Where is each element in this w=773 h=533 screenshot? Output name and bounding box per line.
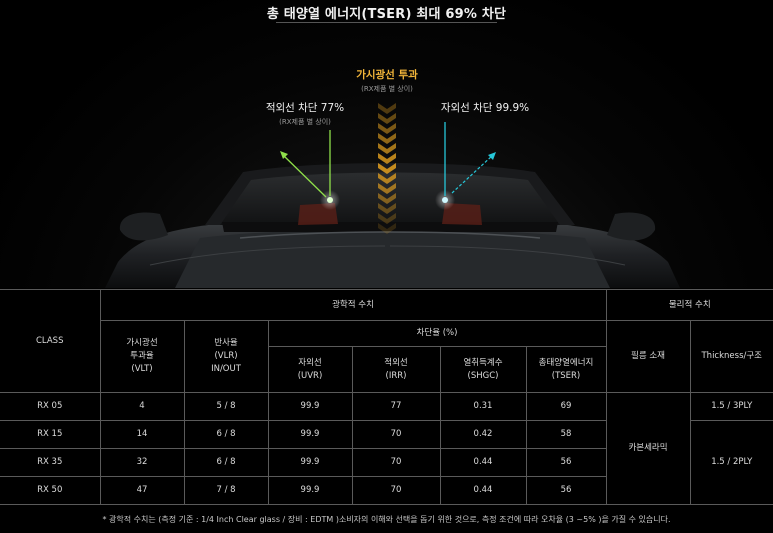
- physical-header: 물리적 수치: [605, 289, 773, 321]
- infrared-note: (RX제품 별 상이): [279, 118, 331, 126]
- shgc-cell: 0.44: [439, 476, 527, 505]
- shgc-header: 열취득계수(SHGC): [439, 346, 527, 393]
- vlr-header: 반사율(VLR)IN/OUT: [183, 320, 269, 393]
- table-row: RX 50 47 7 / 8 99.9 70 0.44 56: [0, 476, 773, 505]
- tser-cell: 56: [525, 476, 606, 505]
- material-header: 필름 소재: [605, 320, 691, 393]
- vlt-cell: 4: [99, 392, 185, 421]
- visible-light-callout: 가시광선 투과 (RX제품 별 상이): [337, 67, 437, 94]
- class-cell: RX 35: [0, 448, 101, 477]
- tser-cell: 69: [525, 392, 607, 421]
- tser-cell: 56: [525, 448, 606, 477]
- visible-light-note: (RX제품 별 상이): [361, 85, 413, 93]
- irr-cell: 70: [351, 420, 441, 449]
- vlt-cell: 14: [99, 420, 185, 449]
- thickness-cell: 1.5 / 2PLY: [689, 420, 773, 505]
- uv-callout: 자외선 차단 99.9%: [430, 100, 540, 115]
- vlr-cell: 6 / 8: [183, 448, 269, 477]
- shgc-cell: 0.44: [439, 448, 527, 477]
- optical-header: 광학적 수치: [99, 289, 607, 321]
- class-cell: RX 15: [0, 420, 101, 449]
- tser-cell: 58: [525, 420, 607, 449]
- shgc-cell: 0.31: [439, 392, 527, 421]
- irr-header: 적외선(IRR): [351, 346, 441, 393]
- irr-cell: 70: [351, 476, 441, 505]
- uvr-cell: 99.9: [267, 392, 353, 421]
- uv-label: 자외선 차단 99.9%: [440, 102, 530, 114]
- infrared-label: 적외선 차단 77%: [265, 102, 345, 114]
- left-mirror: [119, 212, 168, 241]
- table-row: RX 15 14 6 / 8 99.9 70 0.42 58 1.5 / 2PL…: [0, 420, 773, 505]
- table-row: RX 35 32 6 / 8 99.9 70 0.44 56: [0, 448, 773, 477]
- uvr-cell: 99.9: [267, 420, 353, 449]
- hero-title: 총 태양열 에너지(TSER) 최대 69% 차단: [266, 7, 507, 22]
- hero-section: 총 태양열 에너지(TSER) 최대 69% 차단: [0, 0, 773, 288]
- material-cell: 카본세라믹: [605, 392, 691, 505]
- car-hood: [175, 229, 610, 288]
- class-cell: RX 50: [0, 476, 101, 505]
- table-row: RX 05 4 5 / 8 99.9 77 0.31 69 카본세라믹 1.5 …: [0, 392, 773, 505]
- vlr-cell: 7 / 8: [183, 476, 269, 505]
- infrared-arrow: [282, 130, 331, 198]
- uvr-cell: 99.9: [267, 476, 353, 505]
- vlr-cell: 5 / 8: [183, 392, 269, 421]
- shgc-cell: 0.42: [439, 420, 527, 449]
- uvr-header: 자외선(UVR): [268, 346, 353, 393]
- vlr-cell: 6 / 8: [183, 420, 269, 449]
- uvr-cell: 99.9: [267, 448, 353, 477]
- class-header: CLASS: [0, 289, 101, 393]
- footnote: * 광학적 수치는 (측정 기준 : 1/4 Inch Clear glass …: [102, 515, 671, 524]
- visible-light-label: 가시광선 투과: [356, 69, 418, 81]
- title-underline: [276, 22, 497, 23]
- irr-cell: 77: [351, 392, 441, 421]
- vlt-cell: 47: [99, 476, 185, 505]
- vlt-cell: 32: [99, 448, 185, 477]
- thickness-header: Thickness/구조: [689, 320, 773, 393]
- thickness-cell: 1.5 / 3PLY: [689, 392, 773, 421]
- infrared-callout: 적외선 차단 77% (RX제품 별 상이): [255, 100, 355, 127]
- car-illustration: [105, 103, 680, 288]
- irr-cell: 70: [351, 448, 441, 477]
- class-cell: RX 05: [0, 392, 101, 421]
- tser-header: 총태양열에너지(TSER): [525, 346, 606, 393]
- right-mirror: [607, 212, 656, 241]
- visible-light-chevrons: [378, 103, 396, 234]
- blocking-header: 차단율 (%): [267, 320, 607, 347]
